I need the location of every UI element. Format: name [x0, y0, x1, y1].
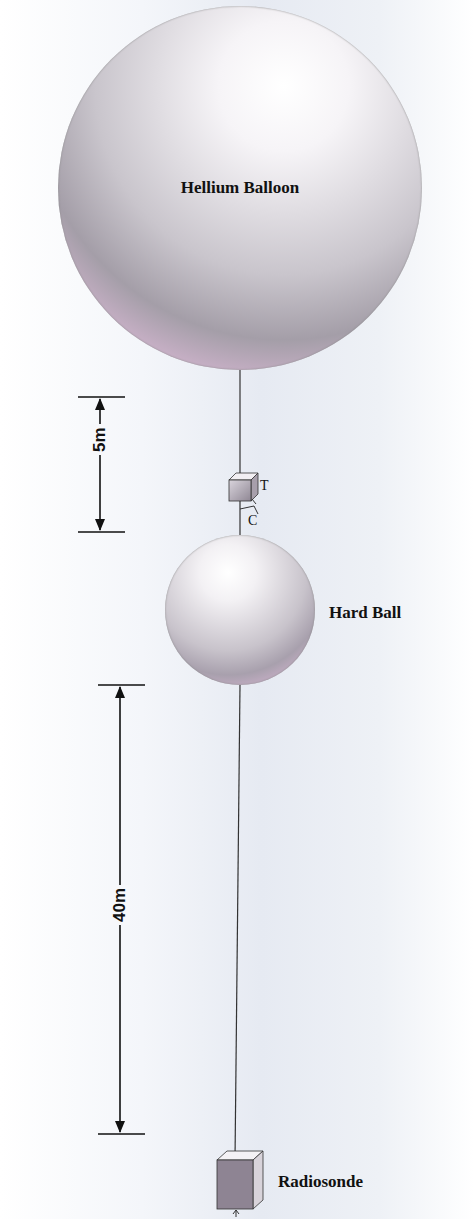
sensor-box	[229, 473, 258, 501]
dimension-5m	[78, 397, 125, 532]
tether-line	[239, 370, 240, 535]
sensor-leads	[240, 499, 258, 514]
balloon-label: Hellium Balloon	[181, 178, 300, 198]
radiosonde-label: Radiosonde	[278, 1172, 363, 1192]
ball-label: Hard Ball	[329, 603, 401, 623]
part-letter: T	[260, 478, 269, 494]
tether-line	[235, 685, 240, 1160]
dimension-40m	[98, 685, 145, 1134]
radiosonde-box: Radiosonde	[216, 1150, 264, 1210]
radiosonde-shape	[216, 1150, 264, 1210]
antenna-mark	[233, 1210, 239, 1217]
dimension-label: 5m	[90, 425, 110, 456]
dimension-label: 40m	[110, 885, 130, 925]
part-letter: C	[248, 513, 257, 529]
helium-balloon: Hellium Balloon	[58, 6, 422, 370]
hard-ball: Hard Ball	[165, 535, 315, 685]
